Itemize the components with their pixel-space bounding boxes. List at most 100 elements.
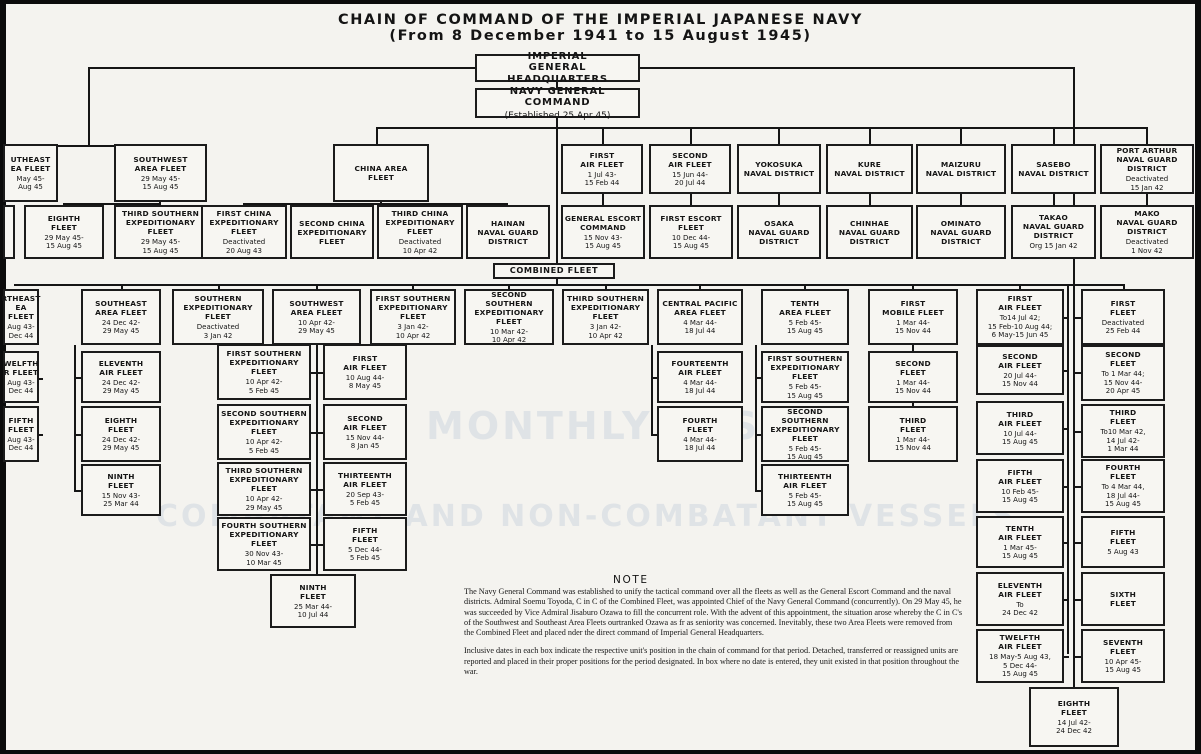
connector-line [74, 434, 81, 436]
unit-box-osaka: OSAKA NAVAL GUARD DISTRICT [737, 205, 821, 259]
connector-line [311, 489, 323, 491]
unit-dates: 29 May 45- 15 Aug 45 [140, 238, 181, 255]
unit-name: FIRST AIR FLEET [580, 150, 624, 169]
connector-line [316, 284, 318, 289]
unit-dates: To 1 Mar 44; 15 Nov 44- 20 Apr 45 [1101, 370, 1145, 396]
unit-dates: 25 Mar 44- 10 Jul 44 [294, 602, 332, 620]
unit-dates: Deactivated 25 Feb 44 [1101, 318, 1145, 336]
unit-name: KURE NAVAL DISTRICT [834, 160, 905, 178]
connector-line [1075, 372, 1081, 374]
unit-dates: Deactivated 15 Jan 42 [1125, 175, 1169, 192]
connector-line [311, 372, 323, 374]
unit-name: EIGHTH FLEET [47, 213, 81, 232]
unit-dates: 5 Dec 44- 5 Feb 45 [348, 545, 382, 563]
unit-name: GENERAL ESCORT COMMAND [564, 213, 642, 232]
unit-dates: Aug 43- Dec 44 [7, 323, 35, 340]
connector-line [778, 194, 780, 205]
unit-dates: Aug 43- Dec 44 [7, 435, 35, 453]
connector-line [1146, 194, 1148, 205]
connector-line [1064, 370, 1069, 372]
connector-line [14, 284, 1123, 286]
connector-line [912, 345, 914, 351]
unit-name: SECOND SOUTHERN EXPEDITIONARY FLEET [770, 406, 840, 443]
connector-line [412, 284, 414, 289]
unit-name: OSAKA NAVAL GUARD DISTRICT [748, 218, 810, 246]
unit-box-ominato: OMINATO NAVAL GUARD DISTRICT [916, 205, 1006, 259]
unit-name: SOUTHWEST AREA FLEET [289, 298, 344, 317]
connector-line [74, 377, 81, 379]
unit-box-sasebo: SASEBO NAVAL DISTRICT [1011, 144, 1096, 194]
unit-dates: 5 Feb 45- 15 Aug 45 [787, 491, 823, 509]
unit-name: SEVENTH FLEET [1103, 637, 1143, 656]
unit-dates: 10 Apr 42- 29 May 45 [298, 318, 335, 336]
connector-line [1064, 317, 1069, 319]
connector-line [556, 82, 558, 88]
unit-dates: 4 Mar 44- 18 Jul 44 [683, 318, 717, 336]
unit-name: SECOND AIR FLEET [668, 150, 712, 169]
connector-line [640, 67, 1075, 69]
unit-dates: 29 May 45- 15 Aug 45 [140, 174, 181, 192]
note-paragraph: The Navy General Command was established… [464, 587, 963, 638]
unit-name: SECOND CHINA EXPEDITIONARY FLEET [297, 218, 367, 246]
unit-dates: 10 Aug 44- 8 May 45 [345, 373, 385, 391]
unit-name: NINTH FLEET [107, 471, 135, 490]
connector-line [755, 434, 761, 436]
unit-name: FIRST AIR FLEET [343, 353, 387, 372]
unit-dates: 4 Mar 44- 18 Jul 44 [683, 435, 717, 453]
unit-name: FIRST SOUTHERN EXPEDITIONARY FLEET [226, 349, 302, 376]
unit-dates: 10 Mar 42- 10 Apr 42 [490, 327, 528, 345]
unit-dates: 5 Aug 43 [1107, 547, 1139, 556]
connector-line [755, 345, 757, 492]
unit-name: THIRD FLEET [899, 415, 927, 434]
unit-box-kure: KURE NAVAL DISTRICT [826, 144, 913, 194]
unit-dates: Deactivated 3 Jan 42 [196, 323, 240, 340]
unit-name: COMBINED FLEET [509, 265, 599, 276]
unit-name: IMPERIAL GENERAL HEADQUARTERS [507, 50, 608, 85]
unit-box-second-china: SECOND CHINA EXPEDITIONARY FLEET [290, 205, 374, 259]
connector-line [1073, 67, 1075, 692]
unit-dates: 14 Jul 42- 24 Dec 42 [1056, 718, 1092, 736]
connector-line [1064, 486, 1069, 488]
unit-name: FIFTH FLEET [8, 415, 34, 434]
unit-name: FOURTH FLEET [1105, 463, 1141, 482]
unit-name: SECOND SOUTHERN EXPEDITIONARY FLEET [474, 289, 544, 326]
unit-dates: (Established 25 Apr 45) [504, 110, 611, 121]
unit-name: NAVY GENERAL COMMAND [509, 85, 606, 109]
unit-dates: 5 Feb 45- 15 Aug 45 [787, 318, 823, 336]
note-text: The Navy General Command was established… [464, 587, 964, 685]
unit-box-yokosuka: YOKOSUKA NAVAL DISTRICT [737, 144, 821, 194]
unit-name: THIRD CHINA EXPEDITIONARY FLEET [385, 209, 455, 236]
unit-dates: 15 Nov 43- 25 Mar 44 [101, 491, 141, 509]
unit-name: THIRD SOUTHERN EXPEDITIONARY FLEET [225, 466, 303, 493]
unit-box-china-area: CHINA AREA FLEET [333, 144, 429, 202]
unit-dates: Deactivated 10 Apr 42 [398, 238, 442, 255]
unit-name: TWELFTH AIR FLEET [998, 633, 1042, 652]
unit-dates: Org 15 Jan 42 [1029, 242, 1078, 251]
unit-dates: May 45- Aug 45 [16, 174, 45, 192]
